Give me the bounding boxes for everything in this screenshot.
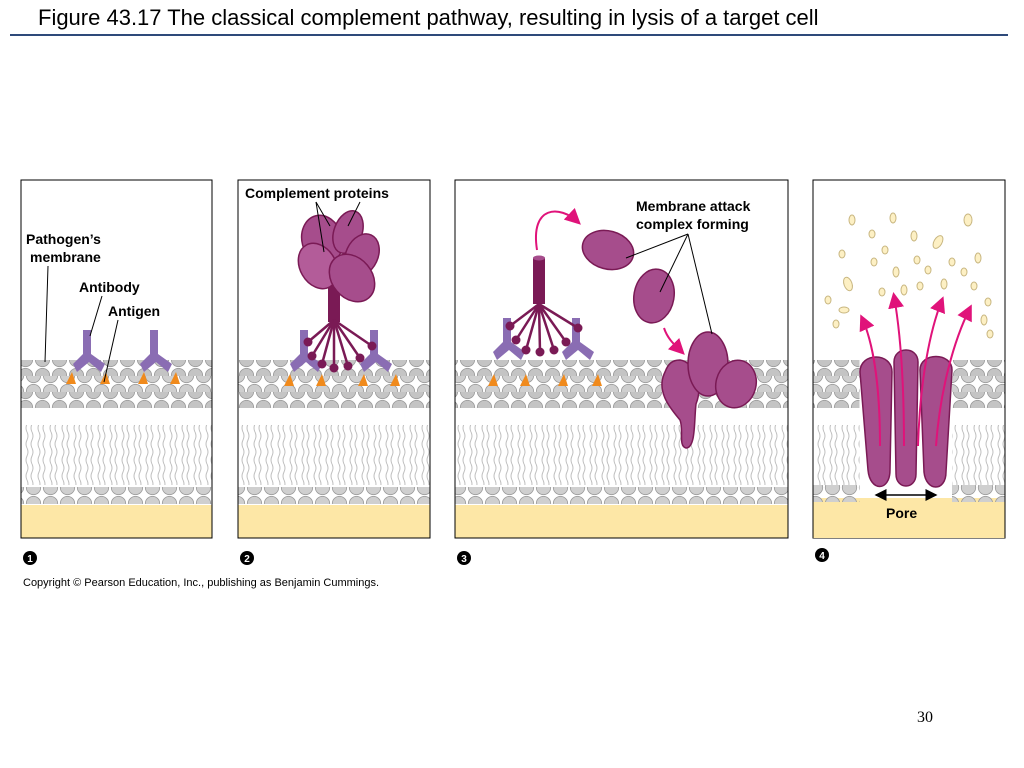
antigen <box>488 374 498 386</box>
step-marker-1 <box>23 551 37 565</box>
escape-arrow <box>888 292 905 447</box>
cell-contents-escaping <box>824 212 994 339</box>
escape-arrow <box>859 314 881 447</box>
antibody <box>562 318 594 360</box>
cell-interior <box>238 505 430 538</box>
panel-1: Pathogen’s membrane Antibody Antigen 1 <box>20 179 213 565</box>
membrane-outer-heads <box>21 360 212 376</box>
page-number: 30 <box>917 709 933 726</box>
complement-c1-complex <box>505 255 583 357</box>
antigen <box>284 374 294 386</box>
antigen <box>138 372 148 384</box>
leader-line <box>44 265 49 363</box>
label-antigen: Antigen <box>108 303 160 319</box>
antigen <box>66 372 76 384</box>
membrane-attack-complex <box>661 331 758 449</box>
label-membrane-attack-2: complex forming <box>636 216 749 232</box>
complement-protein <box>581 229 635 271</box>
leader-line <box>103 319 119 383</box>
antibody <box>290 330 322 372</box>
cell-interior <box>813 498 1005 538</box>
antigen <box>316 374 326 386</box>
leader-line <box>315 201 325 253</box>
cell-interior <box>21 505 212 538</box>
step-number-3: 3 <box>461 554 467 565</box>
label-membrane-attack-1: Membrane attack <box>636 198 751 214</box>
antigen <box>592 374 602 386</box>
antibody <box>493 318 525 360</box>
step-number-4: 4 <box>819 551 825 562</box>
copyright-notice: Copyright © Pearson Education, Inc., pub… <box>23 577 380 589</box>
leader-line <box>687 233 713 335</box>
title-rule <box>10 34 1008 36</box>
label-pathogens-membrane-2: membrane <box>30 249 101 265</box>
step-number-1: 1 <box>27 554 33 565</box>
antibody <box>360 330 392 372</box>
complement-c1-complex <box>297 210 380 373</box>
antigen <box>390 374 400 386</box>
antibody <box>73 330 105 372</box>
antigen <box>558 374 568 386</box>
label-complement-proteins: Complement proteins <box>245 185 389 201</box>
panel-2: Complement proteins 2 <box>237 179 431 565</box>
label-pathogens-membrane-1: Pathogen’s <box>26 231 101 247</box>
label-antibody: Antibody <box>79 279 140 295</box>
panel-3: Membrane attack complex forming 3 <box>454 179 789 565</box>
leader-line <box>89 295 103 337</box>
step-number-2: 2 <box>244 554 250 565</box>
complement-pathway-figure: Pathogen’s membrane Antibody Antigen 1 <box>20 179 1006 565</box>
cell-interior <box>455 505 788 538</box>
step-marker-2 <box>240 551 254 565</box>
leader-line <box>659 233 689 293</box>
step-marker-4 <box>815 548 829 562</box>
curved-arrow <box>534 207 581 251</box>
leader-line <box>625 233 689 259</box>
membrane-inner-heads <box>21 487 212 504</box>
antigen <box>520 374 530 386</box>
antibody <box>140 330 172 372</box>
step-marker-3 <box>457 551 471 565</box>
escape-arrow <box>917 296 945 447</box>
escape-arrow <box>935 304 972 447</box>
antigen <box>358 374 368 386</box>
leader-line <box>315 201 331 227</box>
slide-title: Figure 43.17 The classical complement pa… <box>38 5 819 30</box>
panel-4: Pore 4 <box>812 179 1006 562</box>
curved-arrow <box>663 327 685 355</box>
membrane-tails <box>21 425 212 485</box>
label-pore: Pore <box>886 505 917 521</box>
leader-line <box>347 201 361 227</box>
antigen <box>170 372 180 384</box>
